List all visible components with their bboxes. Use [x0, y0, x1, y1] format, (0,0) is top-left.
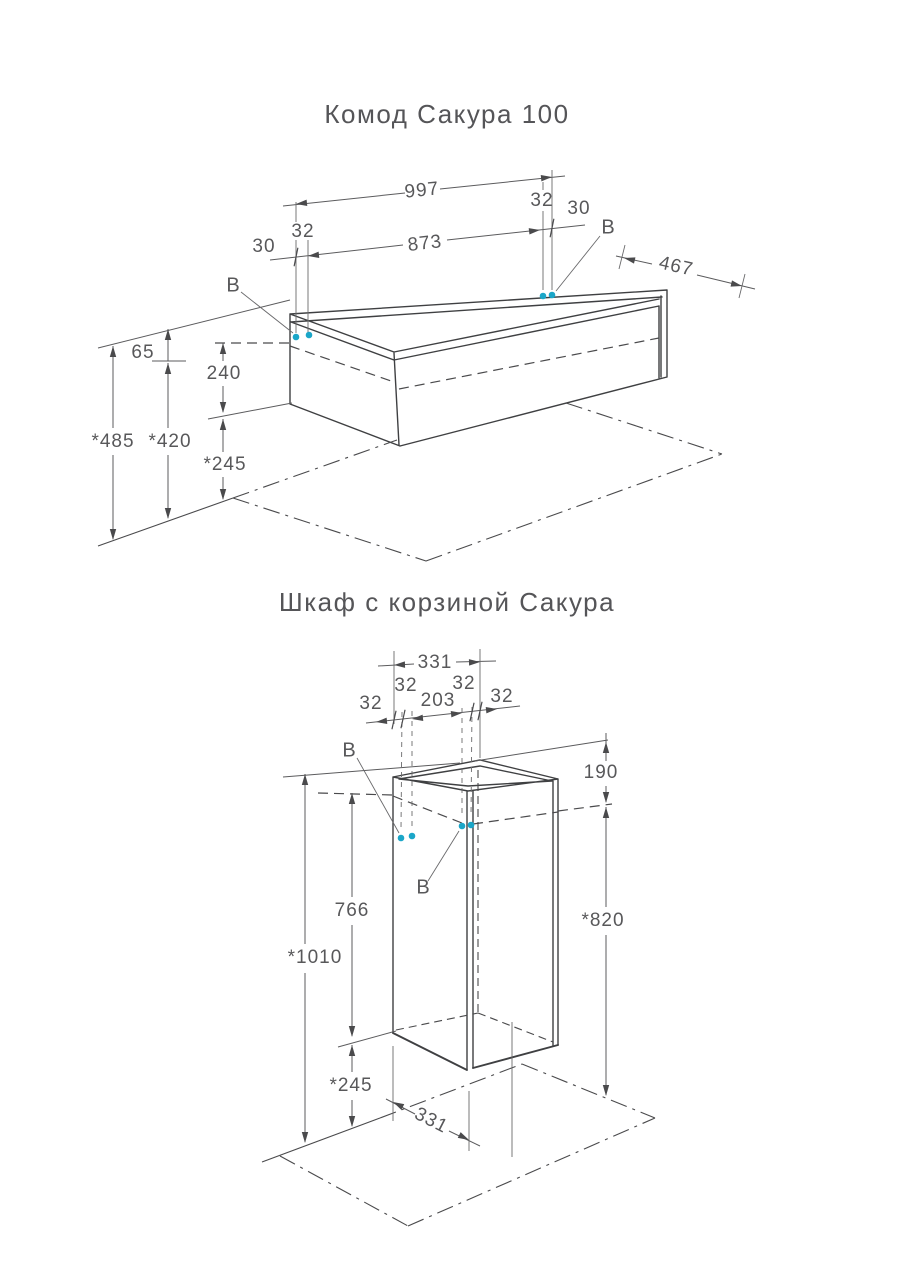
drawing2-title: Шкаф с корзиной Сакура — [279, 587, 615, 617]
komod-dimension-lines — [97, 170, 756, 539]
dim-mount-span: 873 — [407, 231, 444, 256]
drawing-komod: Комод Сакура 100 — [91, 99, 756, 562]
shkaf-floor-projection — [261, 1063, 656, 1227]
dim-floor-width: 331 — [411, 1103, 451, 1137]
dim-far-right: 32 — [490, 686, 513, 707]
dim-depth: 467 — [657, 252, 696, 280]
mount-dot — [408, 832, 416, 840]
dim-total-height: *1010 — [288, 947, 343, 968]
dim-height-mid: *420 — [148, 431, 191, 452]
dim-height-full: *485 — [91, 431, 134, 452]
dim-left-offset: 30 — [252, 236, 275, 257]
dim-top-depth: 190 — [584, 762, 619, 783]
mount-dot — [539, 292, 547, 300]
dim-body-height: 240 — [207, 363, 242, 384]
drawing-shkaf: Шкаф с корзиной Сакура — [261, 587, 656, 1227]
dim-door-height: 766 — [335, 900, 370, 921]
komod-box-outline — [289, 289, 668, 447]
mount-dot — [397, 834, 405, 842]
dim-mount-span-2: 203 — [421, 690, 456, 711]
shkaf-arrowheads — [301, 659, 610, 1143]
mount-dot — [467, 821, 475, 829]
komod-mount-dots — [292, 291, 556, 341]
dim-left-inset: 32 — [291, 221, 314, 242]
dim-total-width: 997 — [404, 178, 441, 203]
dim-floor-gap-2: *245 — [329, 1075, 372, 1096]
dim-top-to-line: 65 — [131, 342, 154, 363]
dim-inner-right: 32 — [452, 673, 475, 694]
marker-b-top: B — [342, 739, 355, 761]
shkaf-hidden-edges — [395, 770, 554, 1043]
drawing1-title: Комод Сакура 100 — [324, 99, 569, 129]
marker-b-right: B — [601, 216, 614, 238]
dim-mount-height: *820 — [581, 910, 624, 931]
dim-total-width-2: 331 — [418, 652, 453, 673]
dim-right-inset: 32 — [530, 190, 553, 211]
dim-far-left: 32 — [359, 693, 382, 714]
mount-dot — [292, 333, 300, 341]
mount-dot — [305, 331, 313, 339]
mount-dot — [458, 822, 466, 830]
komod-floor-projection — [97, 402, 723, 562]
mount-dot — [548, 291, 556, 299]
dim-inner-left: 32 — [394, 675, 417, 696]
shkaf-mount-dots — [397, 821, 475, 842]
marker-b-front: B — [416, 876, 429, 898]
komod-mount-line — [215, 337, 660, 390]
dim-floor-gap: *245 — [203, 454, 246, 475]
marker-b-left: B — [226, 274, 239, 296]
shkaf-box-outline — [392, 759, 559, 1071]
komod-arrowheads — [109, 174, 742, 540]
shkaf-mount-line — [317, 792, 613, 826]
dim-right-offset: 30 — [567, 198, 590, 219]
